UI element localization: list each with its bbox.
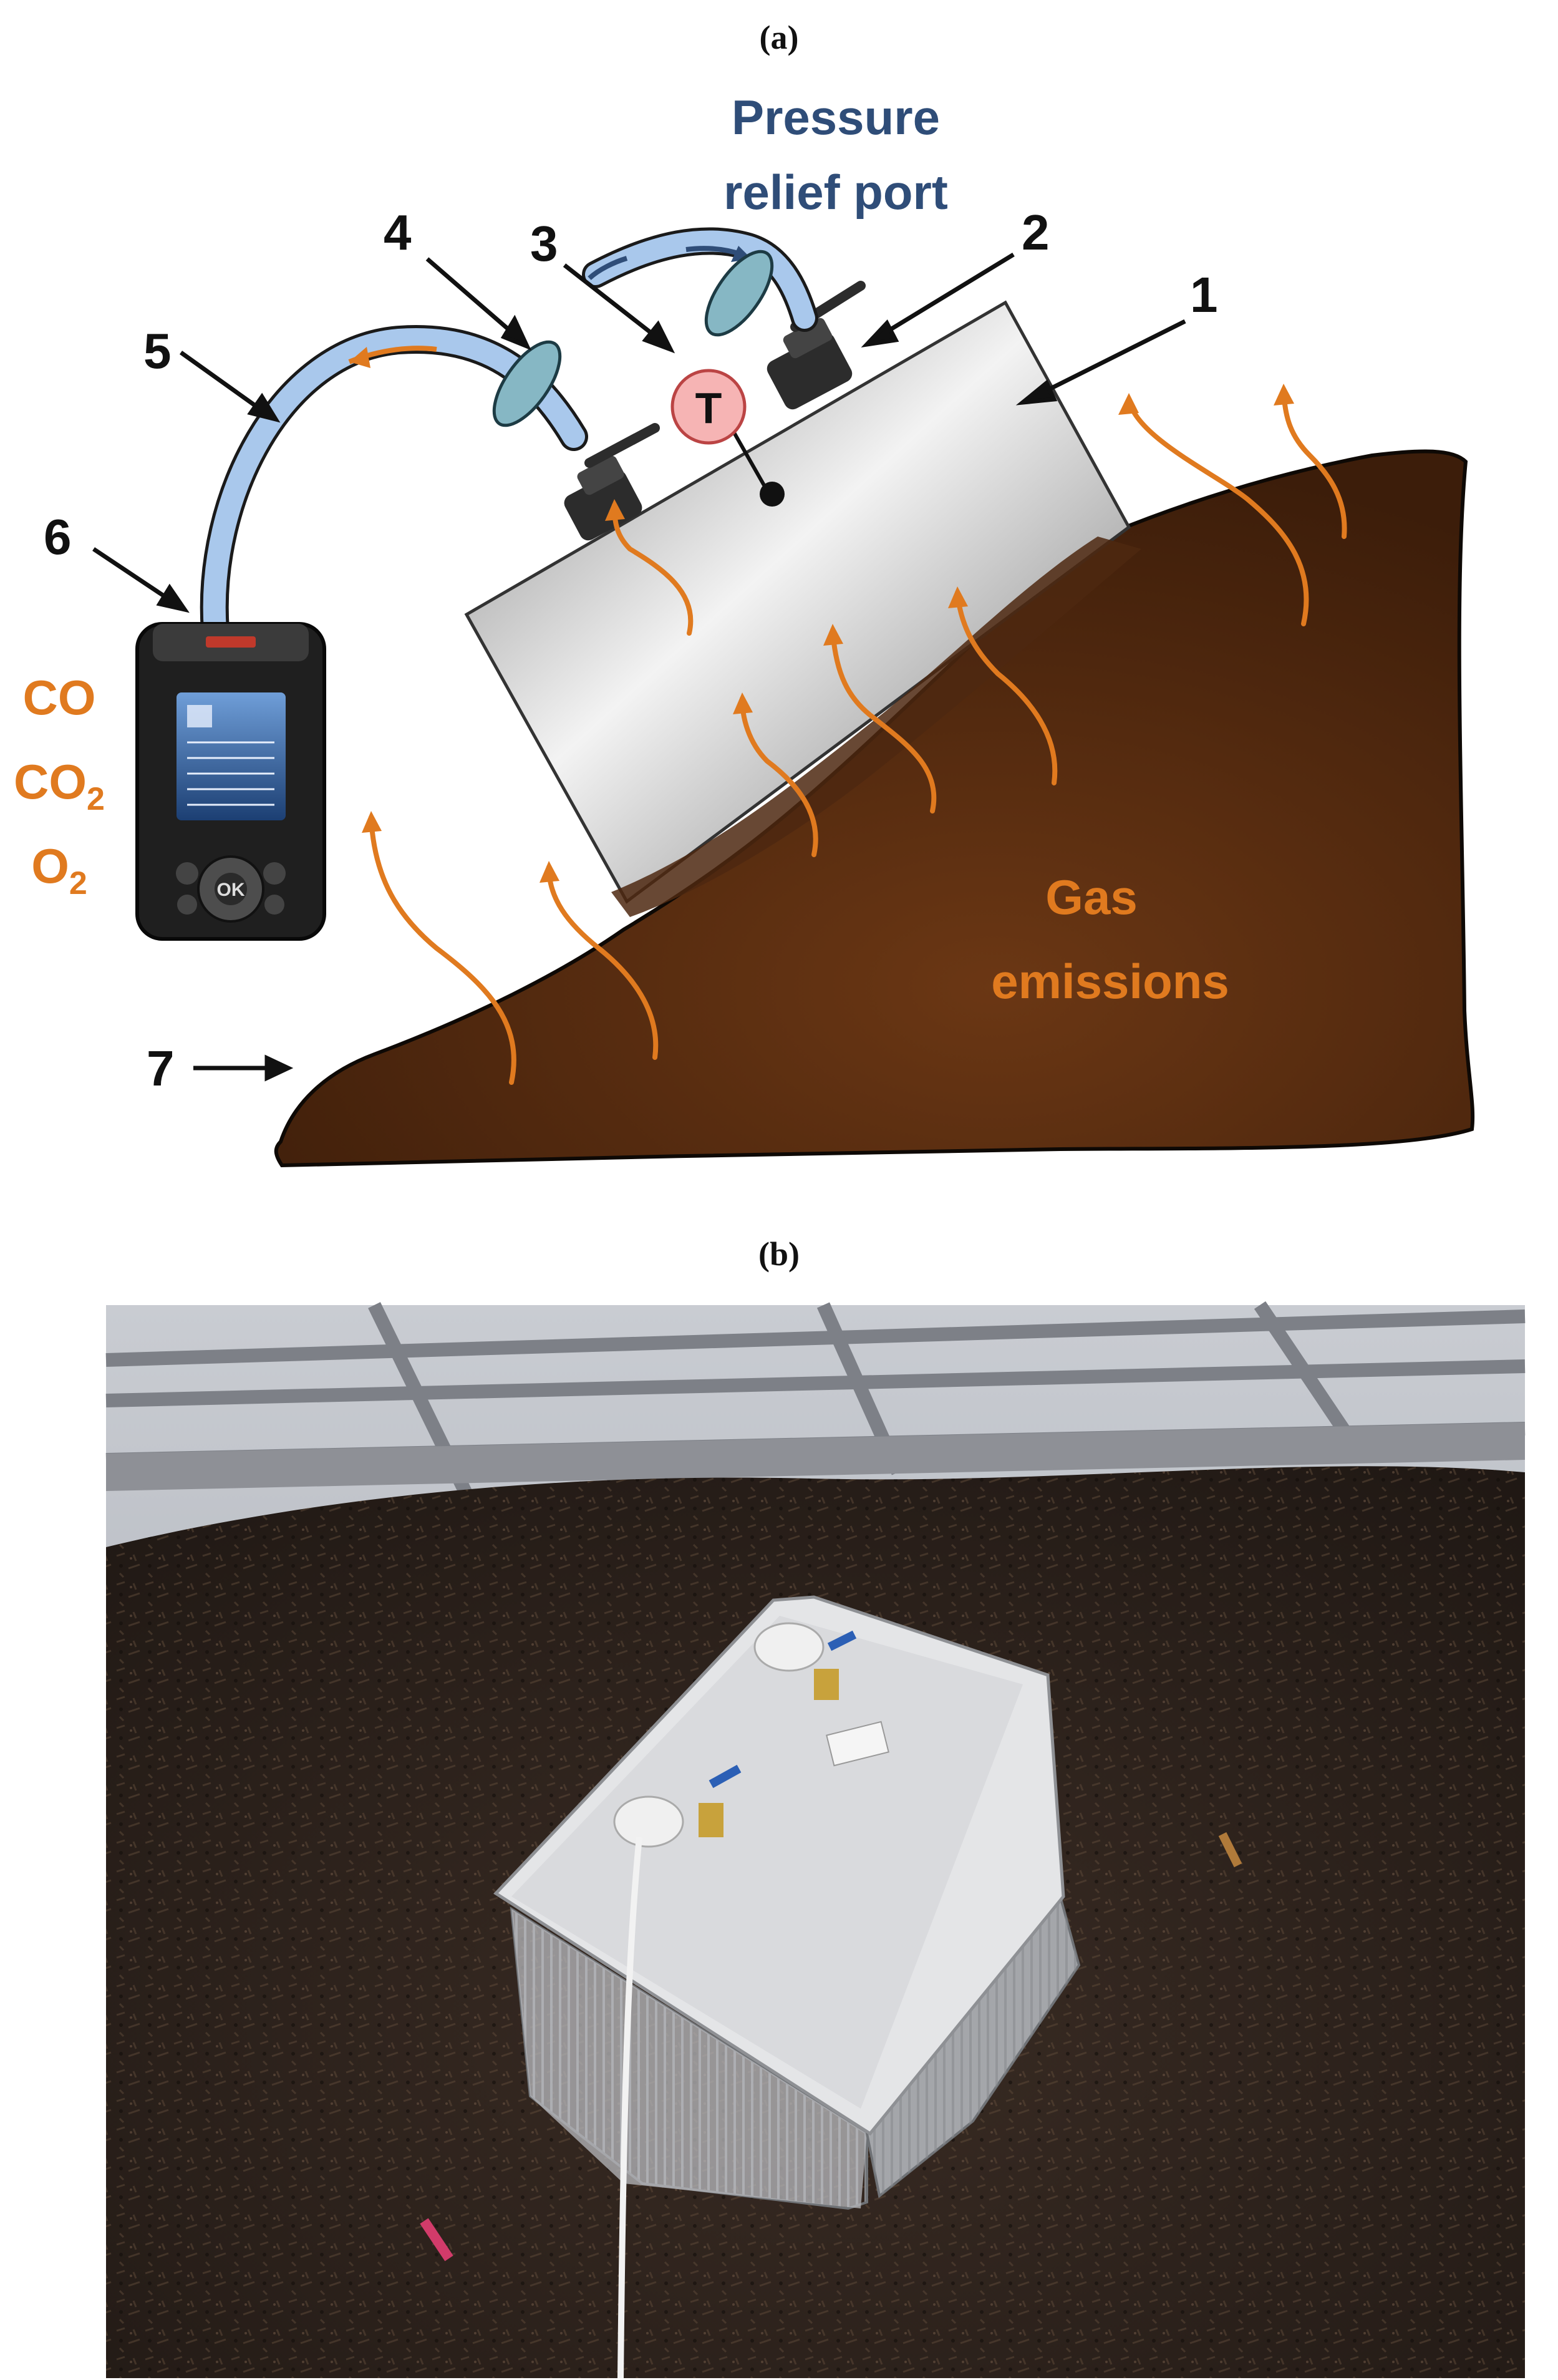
callout-number-1: 1 [1190, 267, 1218, 323]
compost-heap [274, 449, 1475, 1168]
soil-foreground [611, 537, 1141, 917]
gas-co2-main: CO [14, 754, 87, 809]
filter-disc-sampling [492, 340, 562, 427]
callout-number-4: 4 [384, 205, 412, 260]
analyzer-ok-button: OK [217, 880, 245, 900]
callout-number-3: 3 [530, 216, 558, 271]
gas-co-label: CO [23, 670, 96, 725]
callout-arrows [92, 253, 1186, 1082]
pressure-relief-label-line2: relief port [723, 165, 948, 220]
gas-emissions-label-line2: emissions [991, 954, 1229, 1009]
gas-o2-label: O2 [31, 838, 87, 901]
emission-arrowheads [362, 384, 1294, 883]
callout-number-2: 2 [1022, 205, 1050, 260]
filter-disc-relief [704, 250, 774, 337]
photo-sampling-line [617, 1837, 642, 2379]
field-photo [105, 1301, 1526, 2379]
pressure-relief-label-line1: Pressure [732, 90, 940, 145]
gas-co2-subscript: 2 [87, 781, 105, 817]
callout-number-5: 5 [143, 323, 172, 379]
thermometer: T [670, 369, 785, 507]
callout-number-7: 7 [147, 1041, 175, 1096]
gas-o2-main: O [31, 838, 69, 893]
inlet-valve [564, 423, 660, 541]
gas-co2-label: CO2 [14, 754, 105, 817]
static-chamber-box [464, 300, 1131, 904]
panel-b-label: (b) [758, 1235, 800, 1273]
callout-number-6: 6 [44, 509, 72, 565]
panel-a-label: (a) [760, 19, 799, 56]
gas-analyzer-device: OK [135, 622, 326, 941]
thermometer-letter: T [695, 384, 722, 432]
gas-emissions-label-line1: Gas [1045, 870, 1137, 925]
emission-arrows [369, 387, 1347, 1085]
gas-o2-subscript: 2 [69, 865, 87, 901]
